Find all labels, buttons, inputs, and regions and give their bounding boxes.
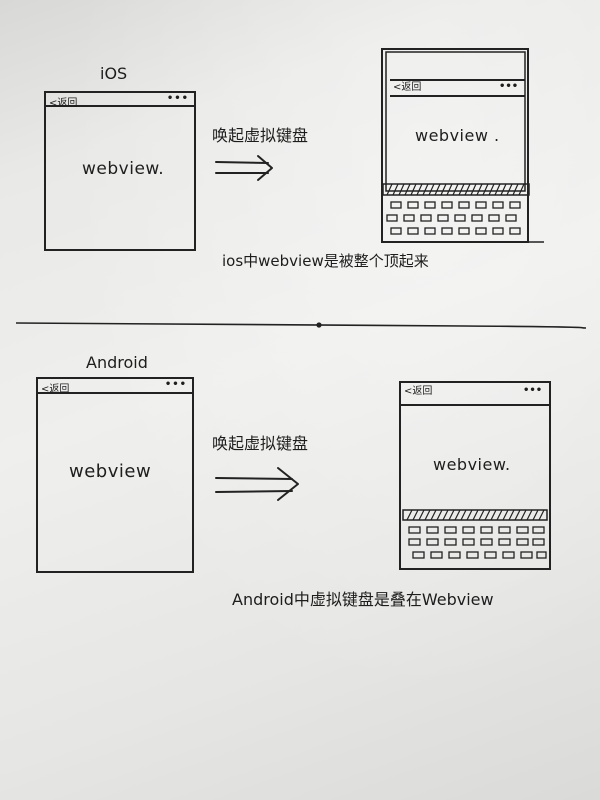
android-note: Android中虚拟键盘是叠在Webview [232, 590, 494, 609]
android-title: Android [86, 353, 148, 372]
ios-arrow-icon [215, 155, 273, 181]
ios-after-back-label: <返回 [393, 82, 422, 93]
back-label: <返回 [41, 384, 70, 395]
ios-after-more-icon: ••• [499, 81, 519, 92]
android-phone-after: <返回 ••• webview. [399, 381, 552, 571]
more-icon: ••• [164, 379, 187, 390]
back-label: <返回 [49, 98, 78, 109]
more-icon: ••• [166, 93, 189, 104]
ios-webview-label: webview. [82, 159, 165, 179]
android-phone-after-frame [399, 381, 551, 570]
ios-phone-before: <返回 ••• webview. [44, 91, 196, 251]
ios-keyboard [382, 183, 544, 243]
ios-note: ios中webview是被整个顶起来 [222, 252, 429, 270]
ios-title: iOS [100, 64, 128, 83]
android-nav-bar: <返回 ••• [38, 379, 192, 395]
android-after-back-label: <返回 [404, 386, 433, 397]
android-arrow-icon [215, 467, 299, 501]
android-action-label: 唤起虚拟键盘 [212, 434, 309, 453]
ios-after-webview-label: webview . [415, 126, 500, 145]
ios-nav-bar: <返回 ••• [46, 93, 194, 109]
android-after-more-icon: ••• [523, 385, 543, 396]
ios-action-label: 唤起虚拟键盘 [212, 126, 309, 145]
android-after-webview-label: webview. [433, 455, 511, 474]
android-phone-before: <返回 ••• webview [36, 377, 194, 573]
android-webview-label: webview [69, 461, 152, 482]
section-divider [15, 322, 587, 329]
